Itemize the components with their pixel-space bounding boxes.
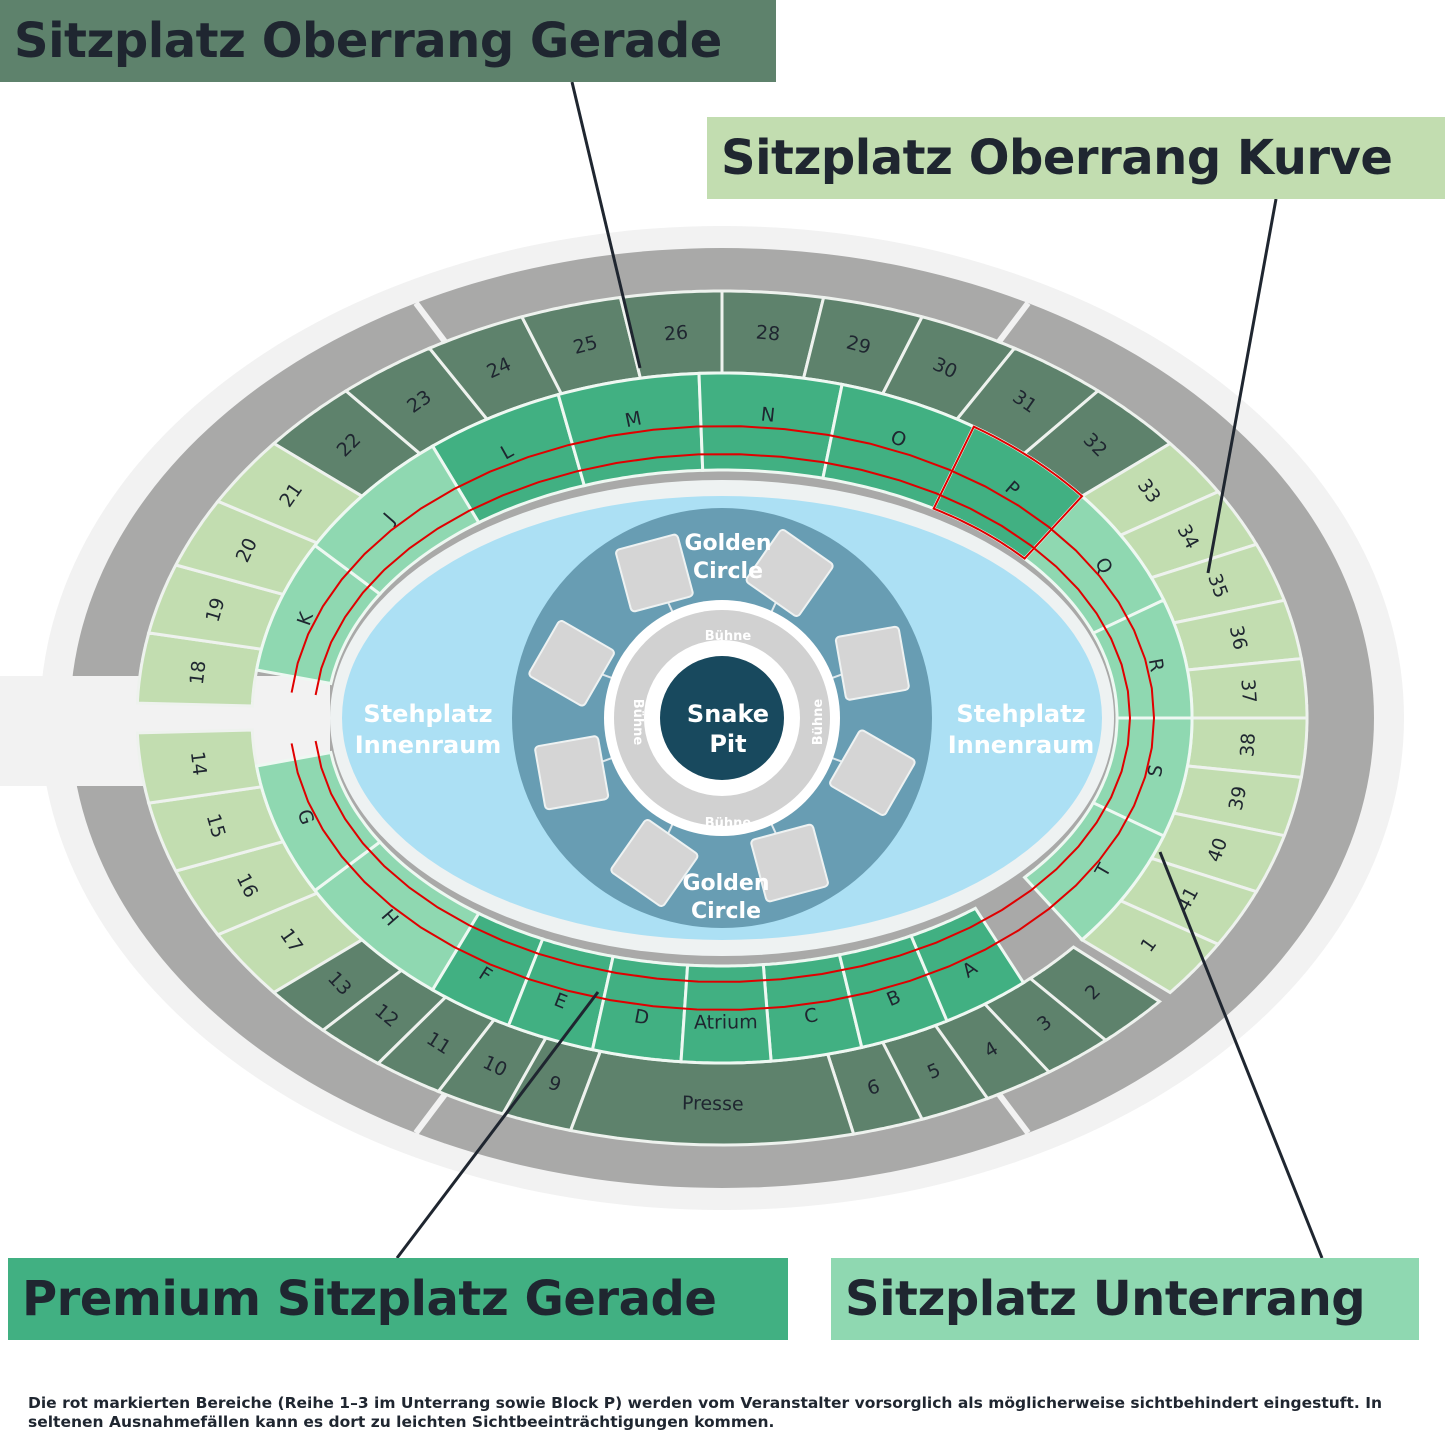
lower-block-G-label: G	[293, 807, 319, 828]
standing-left-label-line: Stehplatz	[363, 700, 492, 728]
callout-line-upper-straight	[570, 81, 642, 369]
lower-block-B	[837, 933, 949, 1050]
camera-platform	[610, 819, 699, 908]
atrium-label: Atrium	[694, 1011, 758, 1034]
callout-lines	[395, 81, 1324, 1259]
upper-block-36-label: 36	[1225, 624, 1252, 652]
callout-premium-straight: Premium Sitzplatz Gerade	[8, 1258, 788, 1340]
atrium-block	[679, 963, 773, 1065]
standing-right-label-line: Innenraum	[948, 731, 1095, 759]
upper-block-28-label: 28	[755, 321, 781, 345]
golden-top-label-line: Circle	[693, 559, 763, 584]
callout-line-lower	[1158, 851, 1324, 1259]
upper-block-38-label: 38	[1236, 732, 1260, 758]
snake-pit	[660, 656, 784, 780]
upper-block-14-label: 14	[186, 750, 211, 777]
callout-upper-straight: Sitzplatz Oberrang Gerade	[0, 0, 776, 82]
callout-line-upper-curve	[1206, 198, 1278, 574]
lower-block-T	[1022, 800, 1166, 942]
lower-block-D-label: D	[632, 1005, 650, 1029]
golden-bottom-label-line: Circle	[691, 899, 761, 924]
lower-block-S-label: S	[1144, 763, 1168, 779]
standing-left-label-line: Innenraum	[355, 731, 502, 759]
upper-block-37-label: 37	[1236, 678, 1260, 704]
camera-platform	[834, 625, 910, 701]
snake-pit-label-line: Pit	[709, 730, 746, 758]
stage-left-label: Bühne	[630, 699, 645, 746]
upper-block-2	[1027, 945, 1163, 1043]
upper-block-6-label: 6	[865, 1075, 883, 1100]
stage-top-label: Bühne	[705, 629, 752, 644]
stage-right-label: Bühne	[811, 699, 826, 746]
snake-pit-label-line: Snake	[687, 700, 769, 728]
obstructed-block-p	[932, 425, 1084, 560]
callout-lower-tier: Sitzplatz Unterrang	[831, 1258, 1419, 1340]
callout-line-premium	[395, 991, 600, 1259]
upper-block-18-label: 18	[186, 659, 211, 686]
lower-block-J	[312, 444, 481, 597]
lower-block-D	[590, 954, 690, 1064]
camera-platform	[829, 729, 916, 816]
upper-block-39-label: 39	[1225, 784, 1252, 812]
camera-platform	[615, 533, 694, 613]
golden-top-label-line: Golden	[684, 531, 771, 556]
camera-platform	[528, 620, 615, 707]
camera-platform	[745, 528, 834, 617]
standing-right-label-line: Stehplatz	[956, 700, 1085, 728]
lower-block-F	[430, 911, 545, 1028]
obstructed-line-inner	[314, 453, 1132, 983]
camera-platform	[750, 823, 829, 903]
obstructed-line-outer	[290, 425, 1156, 1011]
lower-block-N-label: N	[760, 404, 776, 427]
stage-bottom-label: Bühne	[705, 816, 752, 831]
golden-bottom-label-line: Golden	[682, 871, 769, 896]
lower-block-A	[909, 906, 1026, 1023]
presse-label: Presse	[682, 1092, 744, 1115]
callout-upper-curve: Sitzplatz Oberrang Kurve	[707, 117, 1445, 199]
lower-block-R-label: R	[1144, 657, 1168, 674]
lower-block-C-label: C	[802, 1004, 819, 1028]
footnote: Die rot markierten Bereiche (Reihe 1–3 i…	[28, 1394, 1383, 1431]
upper-block-26-label: 26	[663, 321, 689, 345]
lower-block-M-label: M	[623, 407, 643, 432]
camera-platform	[534, 735, 610, 811]
